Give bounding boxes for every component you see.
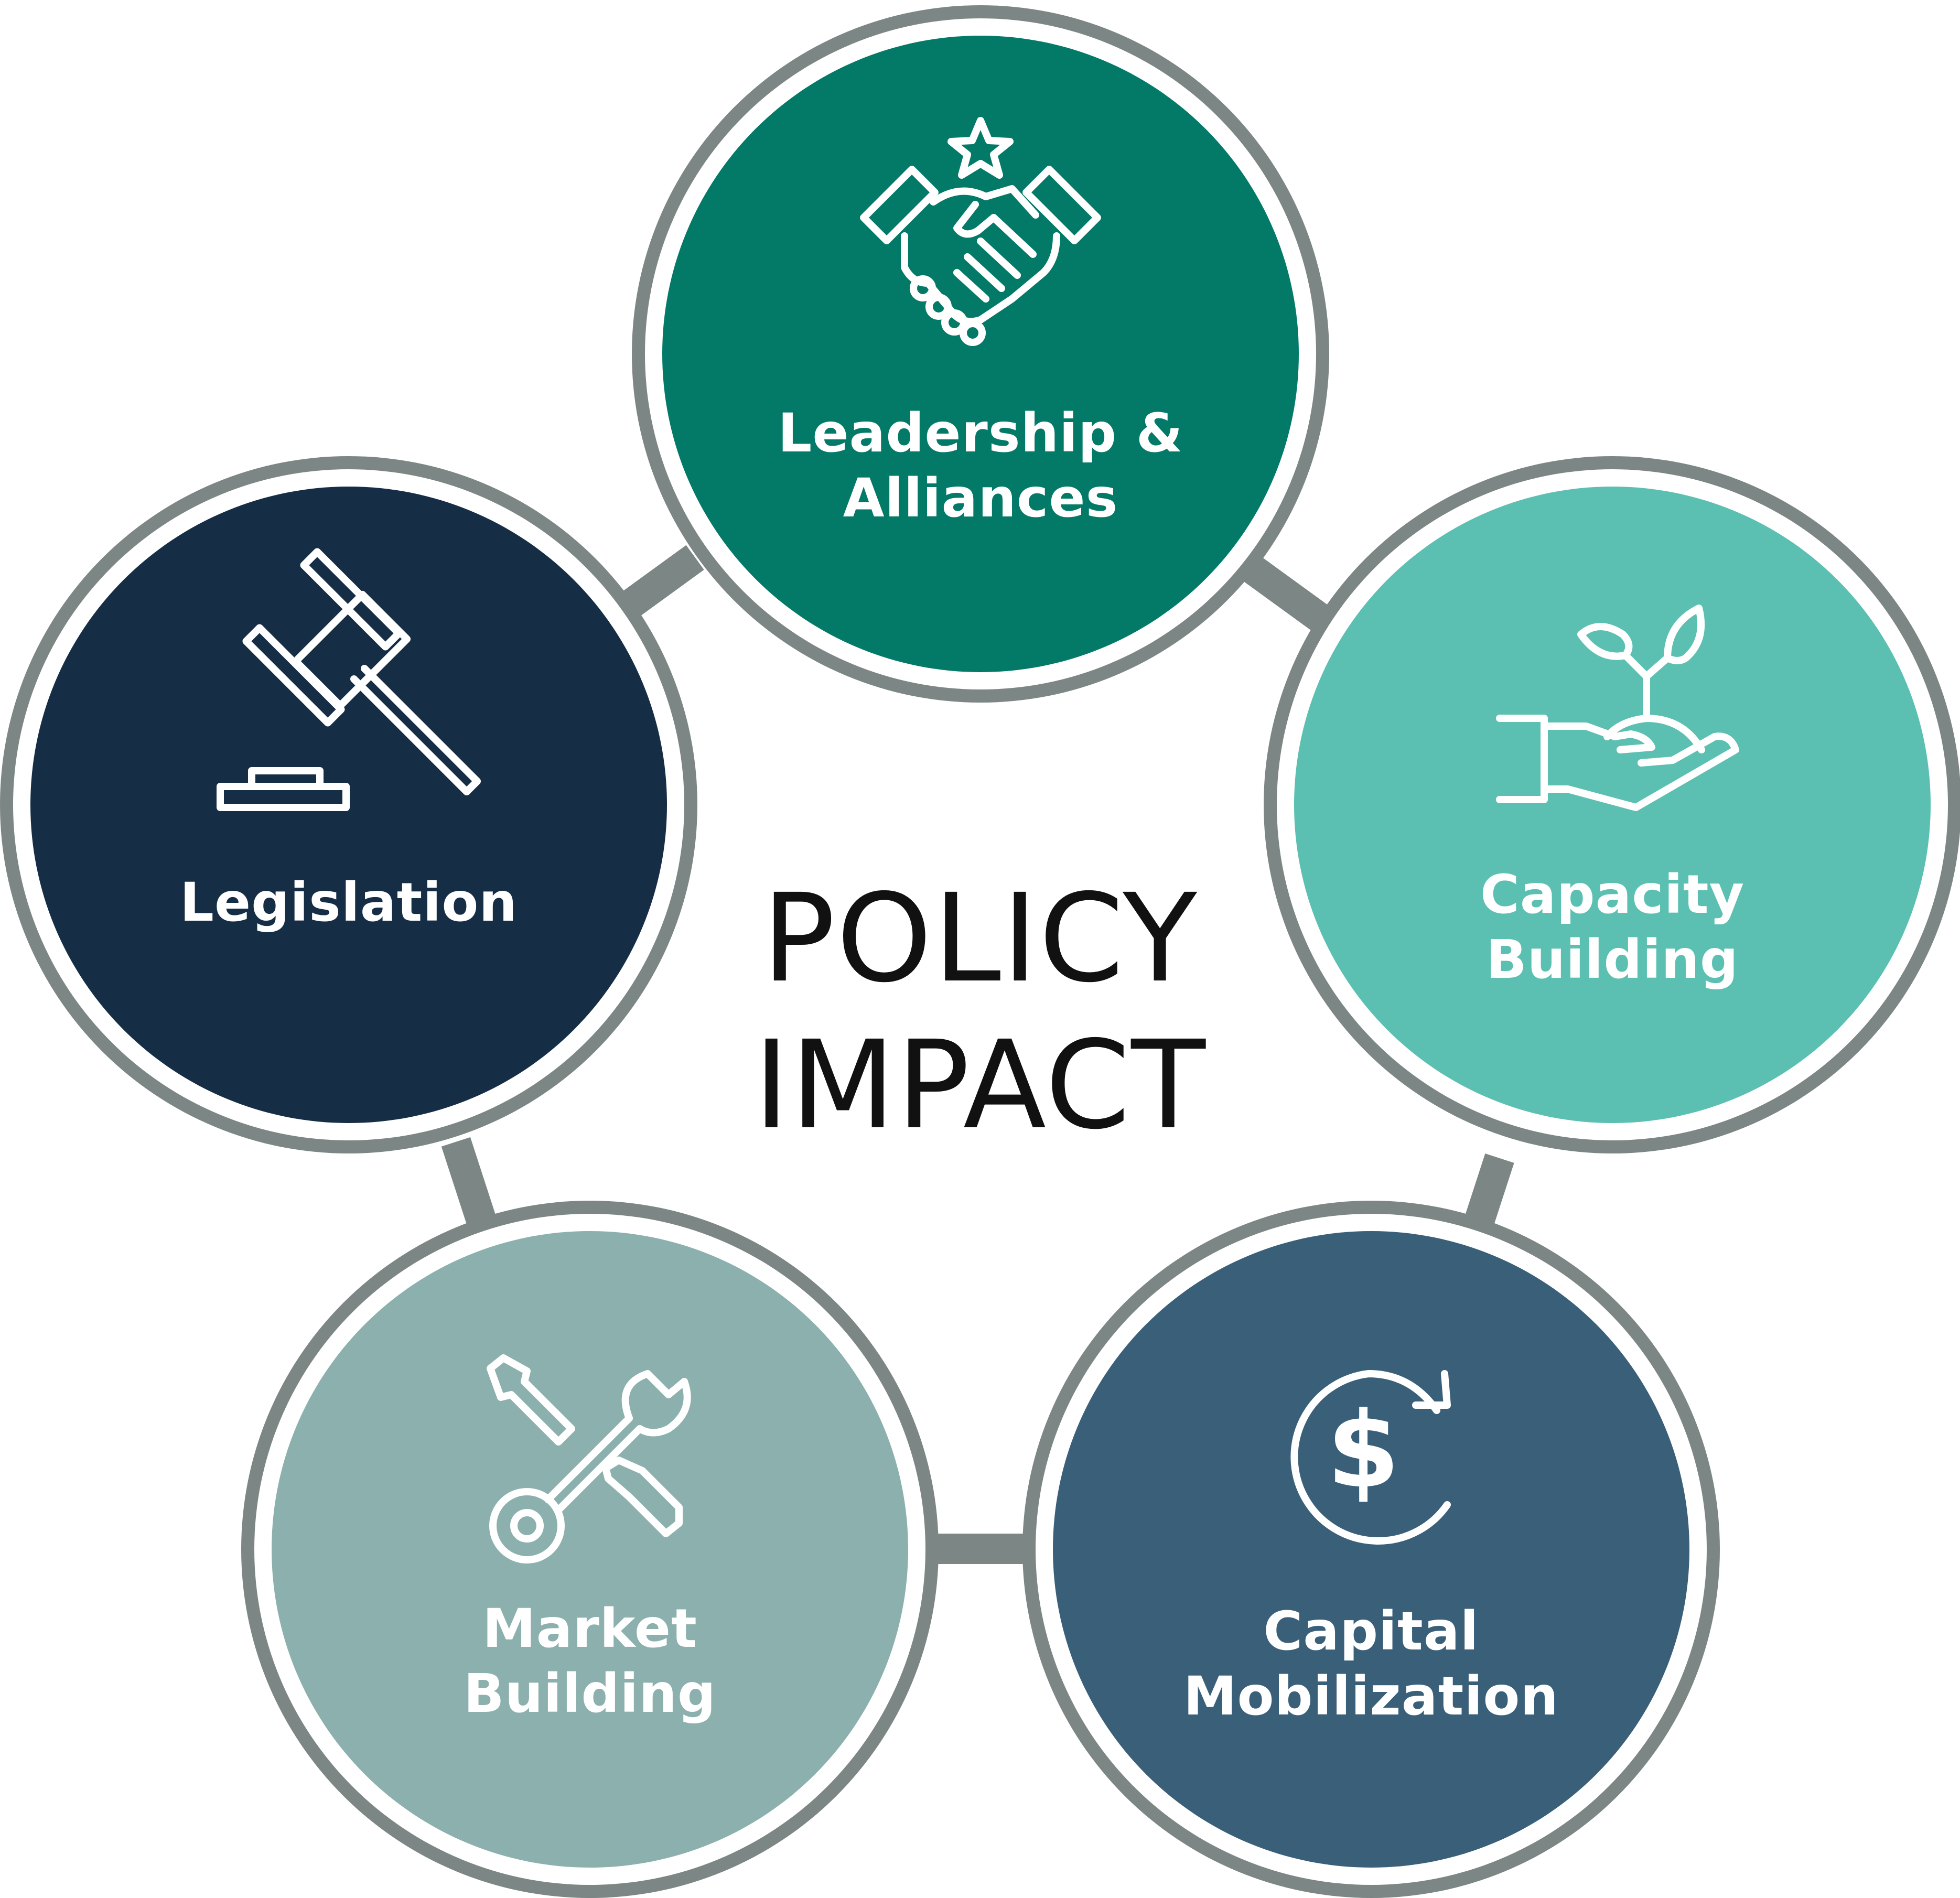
center-title: POLICY IMPACT [665, 865, 1295, 1159]
leadership-label: Leadership & Alliances [778, 402, 1183, 530]
market-label: Market Building [464, 1598, 716, 1725]
capital-label: Capital Mobilization [1183, 1600, 1559, 1728]
market-disc [272, 1231, 908, 1868]
leadership-disc [662, 36, 1299, 672]
hand-seedling-icon [1494, 592, 1746, 813]
node-legislation: Legislation [0, 456, 697, 1153]
node-capacity: Capacity Building [1264, 456, 1960, 1153]
handshake-star-icon [855, 110, 1106, 351]
capital-disc [1053, 1231, 1689, 1868]
connector-capital-market [931, 1534, 1036, 1564]
node-leadership: Leadership & Alliances [632, 5, 1329, 703]
wrench-screwdriver-icon [480, 1353, 700, 1573]
gavel-icon [215, 548, 488, 818]
node-market: Market Building [241, 1201, 939, 1898]
center-title-line1: POLICY [762, 868, 1198, 1009]
dollar-cycle-icon: $ [1269, 1353, 1479, 1562]
legislation-label: Legislation [179, 871, 518, 934]
node-capital: $ Capital Mobilization [1022, 1201, 1720, 1898]
capacity-label: Capacity Building [1480, 864, 1745, 991]
svg-text:$: $ [1327, 1389, 1399, 1512]
center-title-line2: IMPACT [753, 1015, 1207, 1156]
